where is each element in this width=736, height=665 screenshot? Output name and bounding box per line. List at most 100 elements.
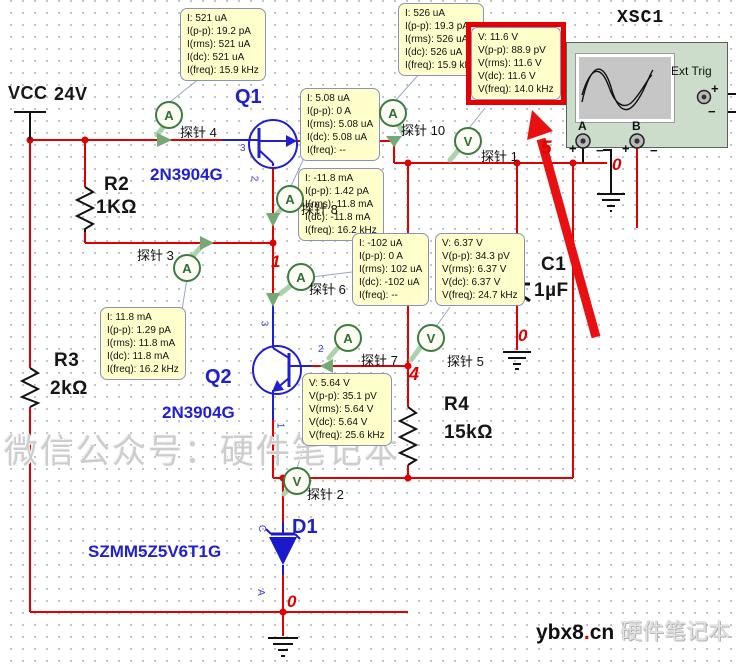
node-0-d1: 0 xyxy=(287,592,297,611)
readout-line: V(freq): 14.0 kHz xyxy=(478,84,554,95)
q2-part: 2N3904G xyxy=(162,403,235,422)
node-5: 5 xyxy=(541,138,552,159)
terminal-b[interactable] xyxy=(629,133,645,149)
readout-probe6: I: -102 uA I(p-p): 0 A I(rms): 102 uA I(… xyxy=(352,233,430,306)
probe-label-5: 探针 5 xyxy=(447,354,484,369)
oscilloscope[interactable] xyxy=(566,42,728,148)
q2-pin-base: 2 xyxy=(318,344,324,355)
readout-probe1: V: 11.6 V V(p-p): 88.9 pV V(rms): 11.6 V… xyxy=(471,27,561,100)
terminal-ext-trig[interactable] xyxy=(696,89,712,105)
current-probe-7[interactable]: A xyxy=(334,324,362,352)
probe-label-2: 探针 2 xyxy=(307,487,344,502)
ground-c1[interactable] xyxy=(503,351,531,370)
readout-line: I(freq): 15.9 kHz xyxy=(405,60,477,71)
readout-line: I: 5.08 uA xyxy=(307,93,350,104)
probe-letter: A xyxy=(296,269,306,285)
voltage-probe-2[interactable]: V xyxy=(283,467,311,495)
readout-line: V(p-p): 35.1 pV xyxy=(309,391,377,402)
q2-ref: Q2 xyxy=(205,366,232,388)
b-minus-sign: − xyxy=(650,143,658,158)
q1-ref: Q1 xyxy=(235,86,262,108)
readout-probe8: I: -11.8 mA I(p-p): 1.42 pA I(rms): 11.8… xyxy=(298,168,384,241)
readout-line: I(dc): -102 uA xyxy=(359,277,420,288)
terminal-a[interactable] xyxy=(575,133,591,149)
readout-line: I: -102 uA xyxy=(359,238,403,249)
current-probe-3[interactable]: A xyxy=(173,254,201,282)
brand-dot: . xyxy=(583,621,590,644)
vcc-symbol[interactable] xyxy=(14,111,46,140)
zener-d1[interactable] xyxy=(265,522,301,575)
vcc-value: 24V xyxy=(54,84,88,104)
resistor-r4[interactable] xyxy=(397,406,419,466)
transistor-q2[interactable] xyxy=(252,300,312,420)
readout-line: I(p-p): 0 A xyxy=(307,106,351,117)
readout-line: I(freq): -- xyxy=(359,290,398,301)
readout-line: I(rms): 5.08 uA xyxy=(307,119,374,130)
probe-letter: V xyxy=(426,330,436,346)
probe-label-1: 探针 1 xyxy=(481,149,518,164)
resistor-r2[interactable] xyxy=(74,186,96,232)
q1-part: 2N3904G xyxy=(150,165,223,184)
ext-trig-label: Ext Trig xyxy=(671,64,712,78)
wire-network[interactable] xyxy=(29,139,638,636)
node-0-scope: 0 xyxy=(612,155,622,174)
readout-line: V: 5.64 V xyxy=(309,378,350,389)
ground-d1[interactable] xyxy=(268,637,298,657)
current-probe-8[interactable]: A xyxy=(276,185,304,213)
readout-line: I(freq): 15.9 kHz xyxy=(187,65,259,76)
r3-ref: R3 xyxy=(54,350,80,371)
probe-label-8: 探针 8 xyxy=(301,202,338,217)
resistor-r3[interactable] xyxy=(19,367,41,408)
node-4: 4 xyxy=(409,364,420,384)
readout-line: I(rms): 526 uA xyxy=(405,34,469,45)
probe-label-10: 探针 10 xyxy=(401,123,446,138)
current-probe-6[interactable]: A xyxy=(287,263,315,291)
readout-line: I(p-p): 1.42 pA xyxy=(305,186,369,197)
readout-line: I(p-p): 19.2 pA xyxy=(187,26,251,37)
probe-letter: V xyxy=(292,473,302,489)
readout-line: V(freq): 25.6 kHz xyxy=(309,430,385,441)
probe-label-4: 探针 4 xyxy=(180,125,217,140)
brand-suffix: cn xyxy=(589,621,615,644)
readout-line: V(p-p): 88.9 pV xyxy=(478,45,546,56)
probe-letter: A xyxy=(182,260,192,276)
readout-line: I(rms): 11.8 mA xyxy=(107,338,176,349)
readout-probe3: I: 11.8 mA I(p-p): 1.29 pA I(rms): 11.8 … xyxy=(100,307,186,380)
readout-line: V(dc): 6.37 V xyxy=(442,277,501,288)
r2-value: 1KΩ xyxy=(96,197,138,218)
probe-label-7: 探针 7 xyxy=(361,353,398,368)
readout-line: I(dc): 526 uA xyxy=(405,47,463,58)
readout-line: I(dc): 11.8 mA xyxy=(107,351,170,362)
readout-line: V(rms): 5.64 V xyxy=(309,404,374,415)
current-probe-10[interactable]: A xyxy=(379,99,407,127)
brand-prefix: ybx8 xyxy=(536,621,584,644)
d1-ref: D1 xyxy=(292,516,318,538)
voltage-probe-1[interactable]: V xyxy=(454,127,482,155)
voltage-probe-5[interactable]: V xyxy=(417,324,445,352)
readout-line: V(dc): 5.64 V xyxy=(309,417,368,428)
vcc-label: VCC xyxy=(8,83,48,103)
b-plus-sign: + xyxy=(622,141,630,156)
r3-value: 2kΩ xyxy=(50,378,88,399)
readout-line: I: 526 uA xyxy=(405,8,446,19)
probe-letter: A xyxy=(388,105,398,121)
node-1: 1 xyxy=(271,252,281,271)
ext-minus-sign: − xyxy=(708,104,716,119)
readout-line: I: 11.8 mA xyxy=(107,312,152,323)
highlight-arrow xyxy=(527,110,601,339)
r4-value: 15kΩ xyxy=(444,422,493,443)
channel-b-label: B xyxy=(632,119,641,133)
current-probe-4[interactable]: A xyxy=(155,101,183,129)
transistor-q1[interactable] xyxy=(222,119,298,169)
readout-line: I(p-p): 19.3 pA xyxy=(405,21,469,32)
ext-plus-sign: + xyxy=(711,81,719,96)
readout-line: I(p-p): 1.29 pA xyxy=(107,325,171,336)
channel-a-label: A xyxy=(578,119,587,133)
readout-line: I(rms): 102 uA xyxy=(359,264,423,275)
scope-ref: XSC1 xyxy=(617,8,665,28)
probe-letter: A xyxy=(343,330,353,346)
readout-line: V(rms): 11.6 V xyxy=(478,58,542,69)
r4-ref: R4 xyxy=(444,394,470,415)
probe-letter: A xyxy=(285,191,295,207)
